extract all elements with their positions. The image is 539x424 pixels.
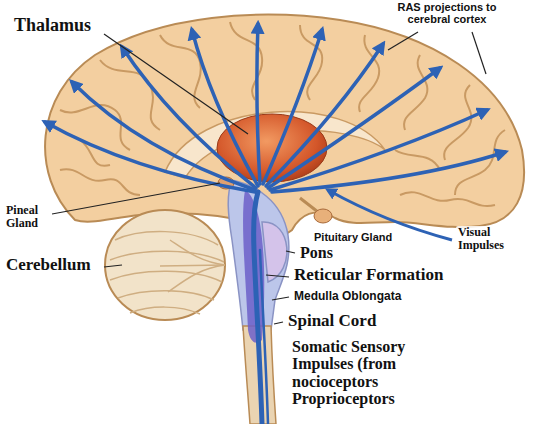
gyri [60,22,505,206]
pituitary-gland [314,209,332,223]
pituitary-stalk [300,198,318,212]
spinal-cord-label: Spinal Cord [286,312,378,330]
visual-label: Visual Impulses [456,226,520,252]
thalamus-label: Thalamus [12,16,93,35]
pituitary-label: Pituitary Gland [312,232,394,244]
ras-projection-arrows [45,24,505,192]
reticular-label: Reticular Formation [292,266,445,284]
cerebellum-label: Cerebellum [4,256,93,274]
pineal-label: Pineal Gland [4,204,52,230]
pons-label: Pons [298,244,335,261]
cerebellum [105,210,225,320]
cerebrum [45,15,524,238]
pons [262,222,287,282]
ascending-pathway [254,192,268,424]
leader-lines [52,32,486,324]
somatic-label: Somatic Sensory Impulses (from nociocept… [290,338,426,407]
medulla-label: Medulla Oblongata [292,290,403,303]
ras-label: RAS projections to cerebral cortex [395,2,499,26]
